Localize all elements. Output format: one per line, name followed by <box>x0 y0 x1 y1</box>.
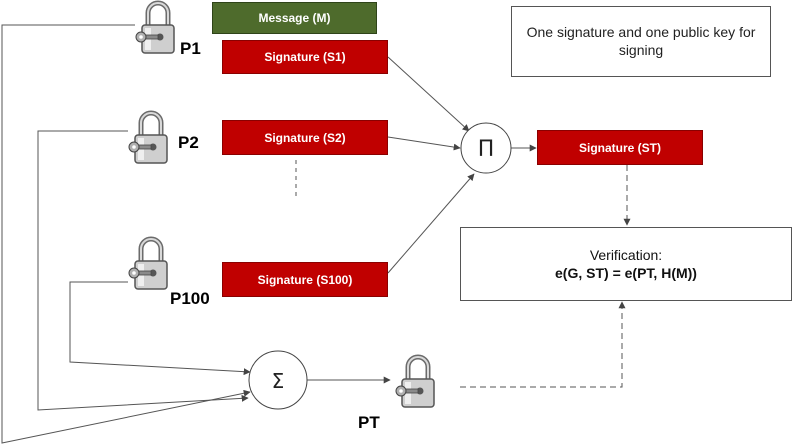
lock-icon-pt <box>396 357 434 407</box>
verification-title: Verification: <box>589 246 663 263</box>
verification-equation: e(G, ST) = e(PT, H(M)) <box>555 265 697 281</box>
signature-label-s2: Signature (S2) <box>264 130 346 145</box>
signature-label-s1: Signature (S1) <box>264 50 346 64</box>
info-note-box: One signature and one public key for sig… <box>511 6 771 77</box>
sum-operator-circle <box>248 350 308 410</box>
verification-box: Verification: e(G, ST) = e(PT, H(M)) <box>460 227 792 301</box>
signature-box-s2: Signature (S2) <box>222 120 388 155</box>
path-p2-to-sum <box>37 130 249 411</box>
path-p100-to-sum <box>69 281 251 376</box>
party-label-pt: PT <box>358 413 380 432</box>
arrow-pt-to-verification <box>460 301 626 388</box>
signature-box-s100: Signature (S100) <box>222 262 388 297</box>
path-p1-to-sum <box>1 24 251 444</box>
sum-operator-symbol: Σ <box>272 369 285 393</box>
message-box: Message (M) <box>212 2 377 34</box>
product-operator-circle <box>460 122 512 174</box>
arrow-s1-to-product <box>387 56 470 132</box>
party-label-p1: P1 <box>180 39 201 58</box>
signature-label-s100: Signature (S100) <box>257 272 353 287</box>
lock-icon-p1 <box>136 3 174 53</box>
party-label-p100: P100 <box>170 289 210 308</box>
arrow-s100-to-product <box>387 173 475 274</box>
message-label: Message (M) <box>258 11 331 25</box>
lock-icon-p2 <box>129 113 167 163</box>
connector-lines <box>1 24 631 444</box>
product-operator-symbol: Π <box>478 137 495 162</box>
signature-box-st: Signature (ST) <box>537 130 703 165</box>
arrow-s2-to-product <box>387 136 461 151</box>
info-note-text: One signature and one public key for sig… <box>526 24 756 58</box>
signature-box-s1: Signature (S1) <box>222 40 388 74</box>
signature-label-st: Signature (ST) <box>578 140 661 155</box>
party-label-p2: P2 <box>178 133 199 152</box>
lock-icon-p100 <box>129 239 167 289</box>
